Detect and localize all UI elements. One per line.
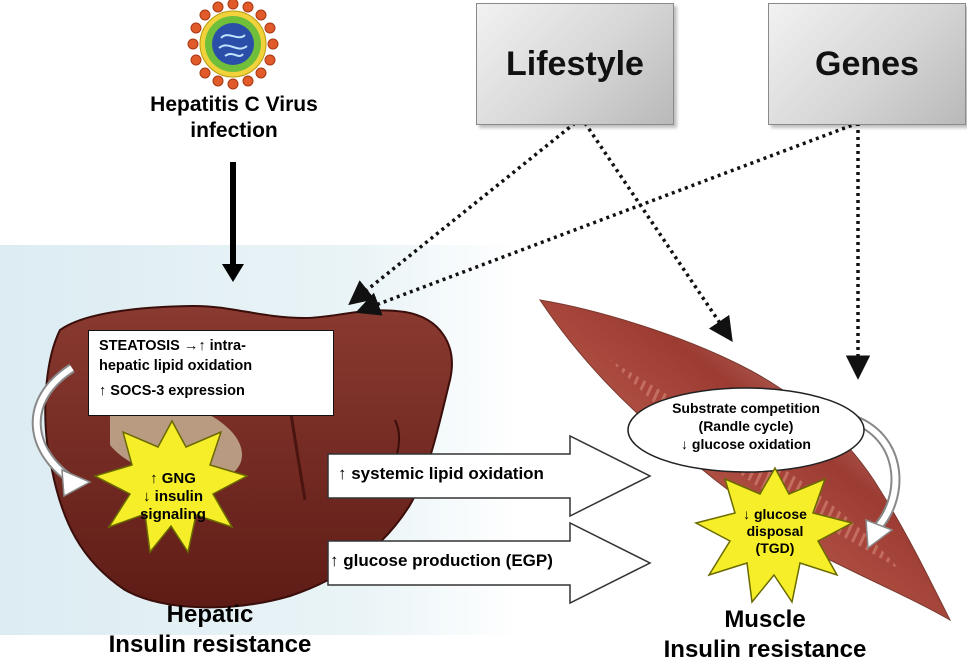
muscle-star-line3: (TGD)	[755, 539, 795, 556]
randle-cycle-text: Substrate competition (Randle cycle) ↓ g…	[628, 399, 864, 454]
virus-label: Hepatitis C Virus infection	[118, 92, 350, 145]
muscle-caption-line2: Insulin resistance	[663, 636, 867, 663]
liver-star-line1: ↑ GNG	[150, 470, 196, 487]
lipid-arrow-shape	[327, 434, 652, 518]
virus-label-line2: infection	[190, 119, 278, 143]
genes-box: Genes	[768, 3, 966, 125]
virus-label-line1: Hepatitis C Virus	[150, 93, 318, 116]
randle-line1: Substrate competition	[672, 400, 820, 416]
steatosis-line1: STEATOSIS →↑ intra-	[99, 338, 246, 354]
liver-star-shape	[92, 419, 249, 554]
steatosis-line2: hepatic lipid oxidation	[99, 357, 253, 374]
hepatic-caption: Hepatic Insulin resistance	[60, 600, 360, 660]
muscle-star-line1: ↓ glucose	[743, 506, 807, 522]
virus-icon	[187, 0, 279, 90]
genes-label: Genes	[815, 44, 919, 83]
liver-star-line3: signaling	[140, 506, 206, 523]
lifestyle-box: Lifestyle	[476, 3, 674, 125]
socs3-line: ↑ SOCS-3 expression	[99, 383, 245, 400]
muscle-caption-line1: Muscle	[724, 606, 806, 633]
liver-star-text: ↑ GNG ↓ insulin signaling	[118, 470, 228, 524]
muscle-star-shape	[693, 466, 855, 604]
liver-star-line2: ↓ insulin	[143, 488, 203, 505]
muscle-caption: Muscle Insulin resistance	[630, 605, 900, 665]
randle-line3: ↓ glucose oxidation	[681, 436, 811, 453]
muscle-star-line2: disposal	[746, 522, 804, 539]
glucose-arrow-shape	[327, 521, 652, 605]
muscle-star-text: ↓ glucose disposal (TGD)	[718, 506, 832, 556]
hepatic-caption-line1: Hepatic	[166, 601, 254, 628]
randle-line2: (Randle cycle)	[698, 418, 794, 435]
lipid-oxidation-label: ↑ systemic lipid oxidation	[338, 464, 544, 483]
muscle-ellipse-shape	[627, 387, 865, 473]
hepatic-caption-line2: Insulin resistance	[108, 631, 312, 658]
lifestyle-label: Lifestyle	[506, 44, 644, 83]
steatosis-box: STEATOSIS →↑ intra- hepatic lipid oxidat…	[88, 330, 334, 416]
glucose-production-label: ↑ glucose production (EGP)	[330, 551, 553, 570]
